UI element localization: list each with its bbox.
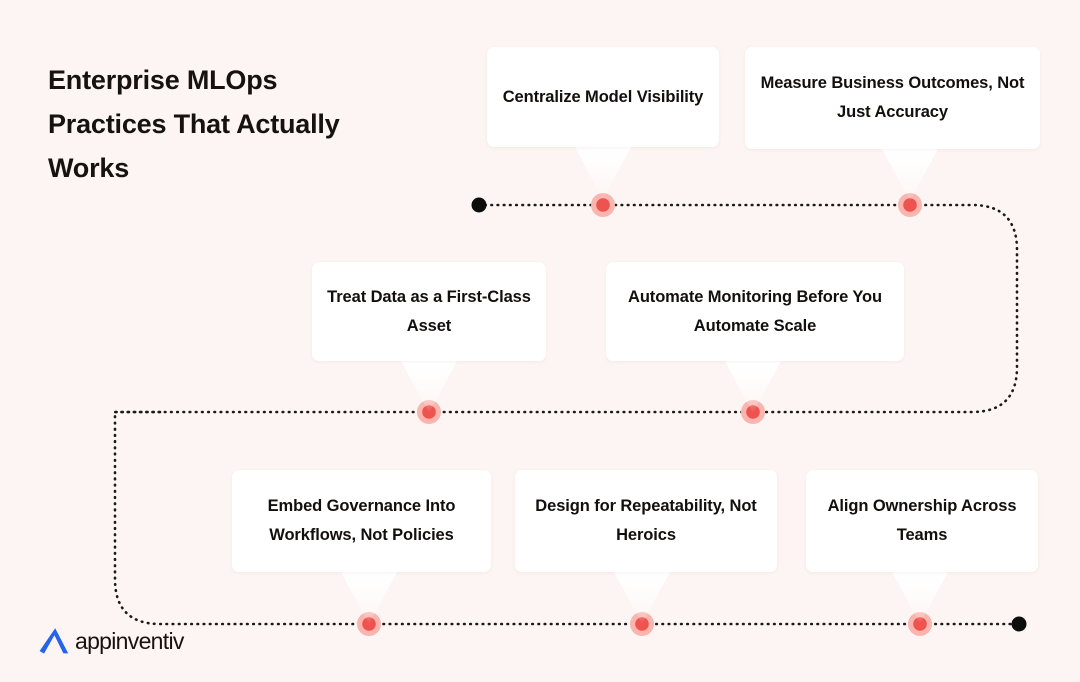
step-dot-halo-3 — [417, 400, 441, 424]
step-dot-halo-2 — [898, 193, 922, 217]
step-card-6[interactable]: Design for Repeatability, Not Heroics — [515, 470, 777, 572]
card-tail-6 — [614, 572, 670, 624]
step-card-1[interactable]: Centralize Model Visibility — [487, 47, 719, 147]
step-card-7[interactable]: Align Ownership Across Teams — [806, 470, 1038, 572]
step-card-label-6: Design for Repeatability, Not Heroics — [535, 497, 757, 544]
step-dot-5[interactable] — [362, 617, 376, 631]
appinventiv-logo[interactable]: appinventiv — [38, 624, 184, 658]
step-card-2[interactable]: Measure Business Outcomes, Not Just Accu… — [745, 47, 1040, 149]
step-dot-7[interactable] — [913, 617, 927, 631]
step-dot-halo-1 — [591, 193, 615, 217]
step-card-3[interactable]: Treat Data as a First-Class Asset — [312, 262, 546, 361]
step-dot-halo-7 — [908, 612, 932, 636]
step-dot-4[interactable] — [746, 405, 760, 419]
step-dot-halo-5 — [357, 612, 381, 636]
step-dot-2[interactable] — [903, 198, 917, 212]
card-tail-3 — [401, 361, 457, 413]
card-tail-5 — [341, 572, 397, 624]
step-card-label-1: Centralize Model Visibility — [502, 87, 704, 106]
card-tail-2 — [882, 149, 938, 201]
step-card-label-2: Measure Business Outcomes, Not Just Accu… — [760, 74, 1025, 121]
step-card-5[interactable]: Embed Governance Into Workflows, Not Pol… — [232, 470, 491, 572]
step-dot-6[interactable] — [635, 617, 649, 631]
logo-wordmark: appinventiv — [75, 627, 184, 654]
timeline-start-endpoint — [471, 197, 487, 213]
step-dot-halo-6 — [630, 612, 654, 636]
card-tail-4 — [725, 361, 781, 413]
step-card-label-5: Embed Governance Into Workflows, Not Pol… — [267, 497, 456, 544]
appinventiv-a-mark-icon — [39, 628, 69, 654]
step-card-label-4: Automate Monitoring Before You Automate … — [628, 287, 882, 335]
step-card-label-7: Align Ownership Across Teams — [827, 497, 1017, 544]
step-card-label-3: Treat Data as a First-Class Asset — [327, 287, 531, 335]
card-tail-1 — [575, 147, 631, 199]
step-card-4[interactable]: Automate Monitoring Before You Automate … — [606, 262, 904, 361]
card-tail-7 — [892, 572, 948, 624]
timeline-end-endpoint — [1011, 616, 1027, 632]
page-title: Enterprise MLOps Practices That Actually… — [48, 65, 340, 184]
step-dot-3[interactable] — [422, 405, 436, 419]
step-dot-halo-4 — [741, 400, 765, 424]
step-dot-1[interactable] — [596, 198, 610, 212]
